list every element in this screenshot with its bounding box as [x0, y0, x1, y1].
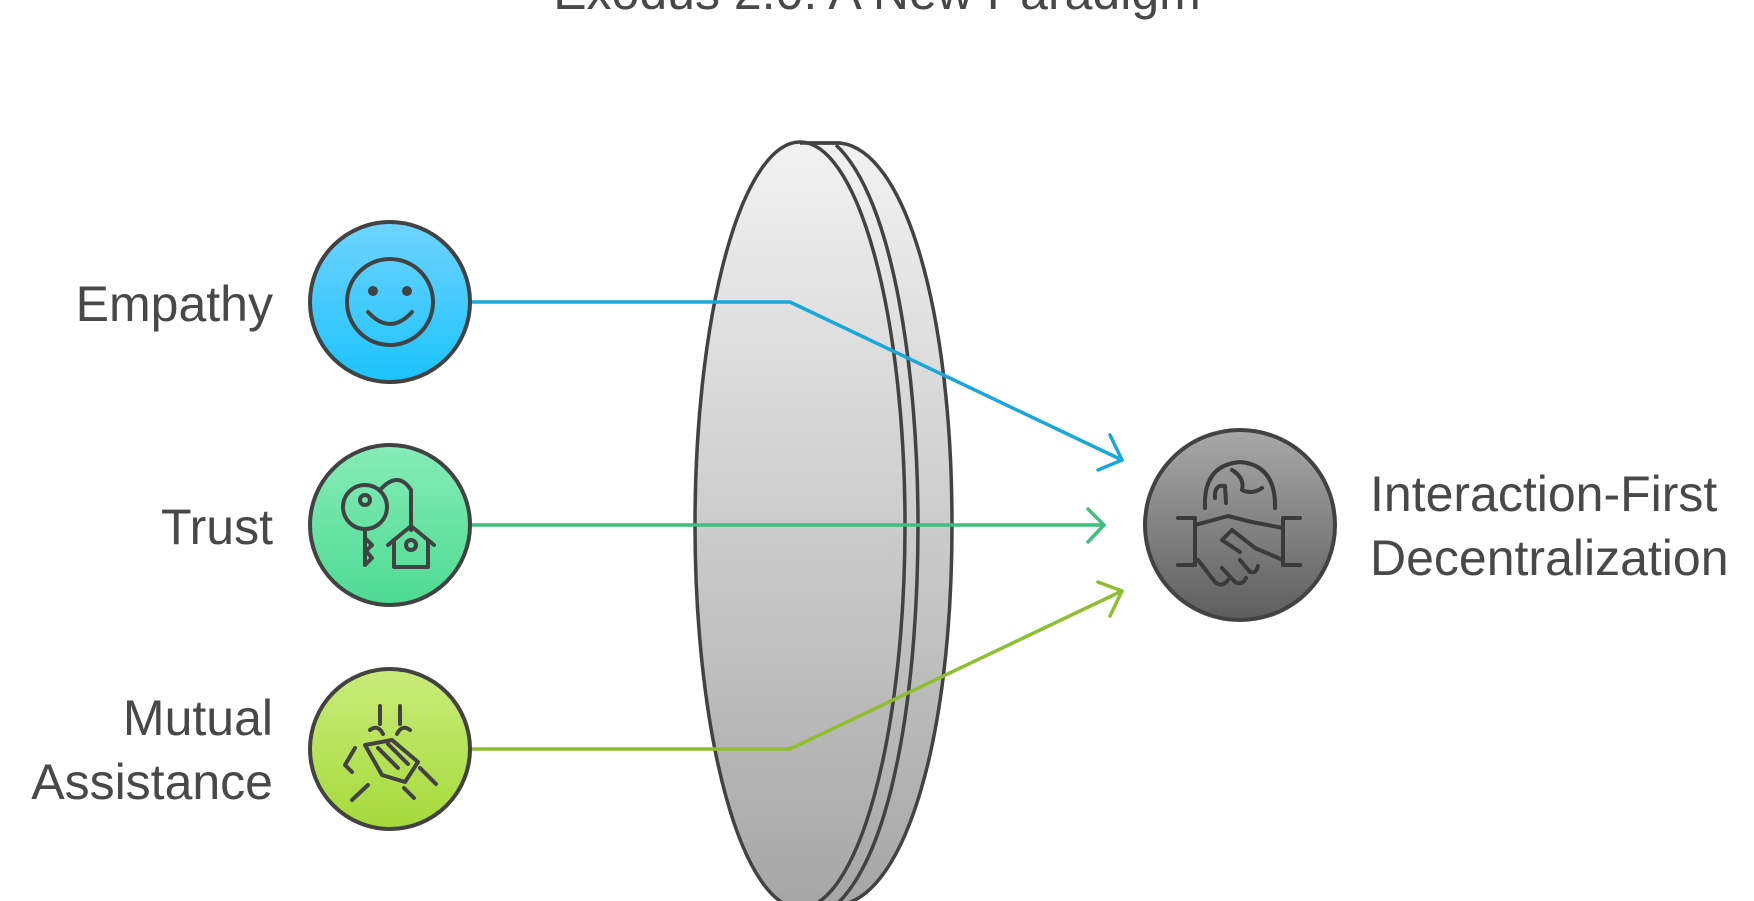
label-mutual-assistance: Mutual Assistance [31, 686, 273, 814]
lens [695, 142, 952, 901]
trust-node [310, 445, 470, 605]
mutual-assistance-node [310, 669, 470, 829]
label-trust: Trust [161, 495, 273, 559]
label-output-line-2: Decentralization [1370, 526, 1729, 590]
output-node [1145, 430, 1335, 620]
label-mutual-line-2: Assistance [31, 750, 273, 814]
label-output: Interaction-First Decentralization [1370, 462, 1729, 590]
label-empathy: Empathy [76, 272, 273, 336]
empathy-node [310, 222, 470, 382]
label-output-line-1: Interaction-First [1370, 462, 1729, 526]
label-mutual-line-1: Mutual [31, 686, 273, 750]
